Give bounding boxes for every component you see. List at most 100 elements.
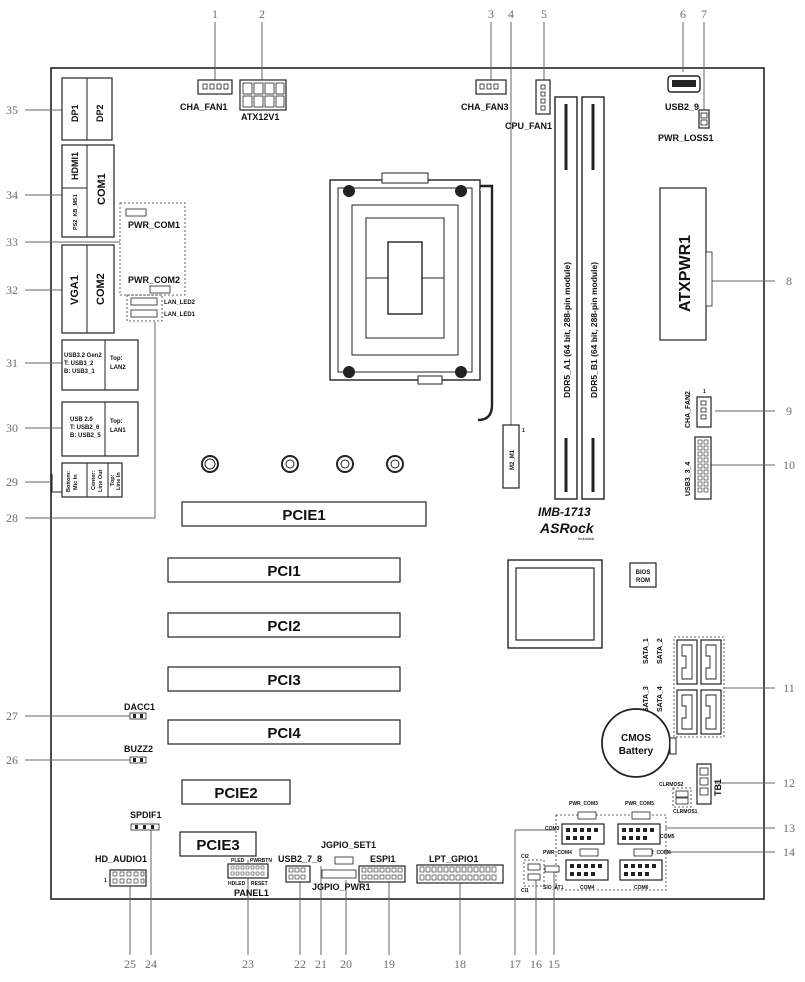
sata-ports: SATA_1 SATA_2 SATA_3 SATA_4 <box>643 636 725 738</box>
callout-4: 4 <box>508 7 514 21</box>
callout-27: 27 <box>6 709 18 723</box>
panel1-reset: RESET <box>251 881 268 887</box>
pwr-com1-label: PWR_COM1 <box>128 220 180 230</box>
cmos-label-1: CMOS <box>621 733 651 744</box>
clrmos2-label: CLRMOS2 <box>659 782 684 788</box>
callout-2: 2 <box>259 7 265 21</box>
bios-label-2: ROM <box>636 578 650 584</box>
clrmos-jumpers: CLRMOS2 CLRMOS1 <box>659 782 698 815</box>
dp-ports: DP1 DP2 <box>61 77 113 141</box>
dacc1-label: DACC1 <box>124 702 155 712</box>
callout-34: 34 <box>6 188 18 202</box>
callout-24: 24 <box>145 957 157 971</box>
callout-21: 21 <box>315 957 327 971</box>
usb3-3-4-header: USB3_3_4 <box>685 436 712 500</box>
callout-13: 13 <box>783 821 795 835</box>
vga1-label: VGA1 <box>69 275 81 305</box>
callout-11: 11 <box>783 681 795 695</box>
lan2-label-2: LAN2 <box>110 365 126 371</box>
sata2-label: SATA_2 <box>657 638 664 664</box>
usb2-9-label: USB2_9 <box>665 102 699 112</box>
usb32-label-2: T: USB3_2 <box>64 361 94 367</box>
ci1-label: CI1 <box>521 888 529 894</box>
audio-bottom-label: Bottom: <box>66 471 72 492</box>
dimm-b1-label: DDR5_B1 (64 bit, 288-pin module) <box>589 262 599 398</box>
brand-logo: ASRock <box>539 520 595 536</box>
dimm-a1-slot: DDR5_A1 (64 bit, 288-pin module) <box>554 96 578 500</box>
hd-audio1-pin: 1 <box>104 878 107 884</box>
panel1-label: PANEL1 <box>234 888 269 898</box>
buzz2-label: BUZZ2 <box>124 744 153 754</box>
cha-fan1-header: CHA_FAN1 <box>180 79 233 112</box>
espi1-label: ESPI1 <box>370 854 396 864</box>
callout-3: 3 <box>488 7 494 21</box>
lan-led1-label: LAN_LED1 <box>164 312 196 318</box>
pci4-label: PCI4 <box>267 725 301 742</box>
com1-label: COM1 <box>96 173 108 205</box>
usb32-label-1: USB3.2 Gen2 <box>64 353 102 359</box>
com4-label: COM4 <box>580 885 595 891</box>
hd-audio1-header: HD_AUDIO1 1 <box>95 854 147 887</box>
m2-m1-pin: 1 <box>522 428 525 434</box>
pwr-loss1-label: PWR_LOSS1 <box>658 133 714 143</box>
sio-at1-label: SIO_AT1 <box>543 885 564 891</box>
pci1-slot: PCI1 <box>167 557 401 583</box>
callout-10: 10 <box>783 458 795 472</box>
tb1-label: TB1 <box>713 779 723 796</box>
tb1-terminal: TB1 <box>696 763 723 805</box>
sio-at1-jumper: SIO_AT1 <box>543 865 564 891</box>
m2-m1-label: M2_M1 <box>510 449 516 470</box>
callout-29: 29 <box>6 475 18 489</box>
callout-22: 22 <box>294 957 306 971</box>
lan-led2-label: LAN_LED2 <box>164 300 196 306</box>
panel1-pwrbtn: PWRBTN <box>250 858 272 864</box>
pwr-com2-label: PWR_COM2 <box>128 275 180 285</box>
callout-18: 18 <box>454 957 466 971</box>
espi1-header: ESPI1 <box>358 854 406 883</box>
callout-12: 12 <box>783 776 795 790</box>
hdmi-ps2-com1-ports: HDMI1 PS2_KB_MS1 COM1 <box>61 144 115 238</box>
usb20-label-1: USB 2.0 <box>70 417 93 423</box>
callout-23: 23 <box>242 957 254 971</box>
lan2-label-1: Top: <box>110 356 123 362</box>
vga-com2-ports: VGA1 COM2 <box>61 244 115 334</box>
sata3-label: SATA_3 <box>643 686 650 712</box>
jgpio-pwr1-label: JGPIO_PWR1 <box>312 882 371 892</box>
model-name: IMB-1713 <box>538 505 591 519</box>
com5-label: COM5 <box>660 834 675 840</box>
audio-top-label: Top: <box>110 474 116 486</box>
com3-label: COM3 <box>545 826 560 832</box>
usb2-lan1-ports: USB 2.0 T: USB2_6 B: USB2_5 Top: LAN1 <box>61 401 139 457</box>
atx12v1-label: ATX12V1 <box>241 112 279 122</box>
lpt-gpio1-label: LPT_GPIO1 <box>429 854 479 864</box>
callout-14: 14 <box>783 845 795 859</box>
spdif1-header: SPDIF1 <box>130 810 162 831</box>
pcie1-label: PCIE1 <box>282 507 325 524</box>
panel1-hdled: HDLED <box>228 881 246 887</box>
cpu-socket <box>329 172 494 422</box>
pwr-com3-label: PWR_COM3 <box>569 801 598 807</box>
atx12v1-connector: ATX12V1 <box>239 79 287 122</box>
callout-lines <box>25 22 775 955</box>
m2-m1-slot: M2_M1 1 <box>502 424 525 489</box>
sata4-label: SATA_4 <box>657 686 664 712</box>
dp1-label: DP1 <box>70 104 80 122</box>
pci1-label: PCI1 <box>267 563 300 580</box>
pwr-com4-label: PWR_COM4 <box>543 850 572 856</box>
lan1-label-1: Top: <box>110 419 123 425</box>
cha-fan2-header: CHA_FAN2 1 <box>685 389 712 428</box>
usb3-lan2-ports: USB3.2 Gen2 T: USB3_2 B: USB3_1 Top: LAN… <box>61 339 139 391</box>
hdmi1-label: HDMI1 <box>70 152 80 180</box>
panel1-header: PLED PWRBTN HDLED RESET PANEL1 <box>227 858 272 898</box>
jgpio-set1-jumper: JGPIO_SET1 <box>321 840 376 865</box>
atxpwr1-connector: ATXPWR1 <box>659 187 713 341</box>
cpu-fan1-header: CPU_FAN1 <box>505 79 552 131</box>
callout-33: 33 <box>6 235 18 249</box>
usb2-7-8-label: USB2_7_8 <box>278 854 322 864</box>
ci-headers: CI2 CI1 <box>521 854 545 894</box>
buzz2-header: BUZZ2 <box>124 744 153 764</box>
usb2-7-8-header: USB2_7_8 <box>278 854 322 883</box>
callout-17: 17 <box>509 957 521 971</box>
dimm-b1-slot: DDR5_B1 (64 bit, 288-pin module) <box>581 96 605 500</box>
